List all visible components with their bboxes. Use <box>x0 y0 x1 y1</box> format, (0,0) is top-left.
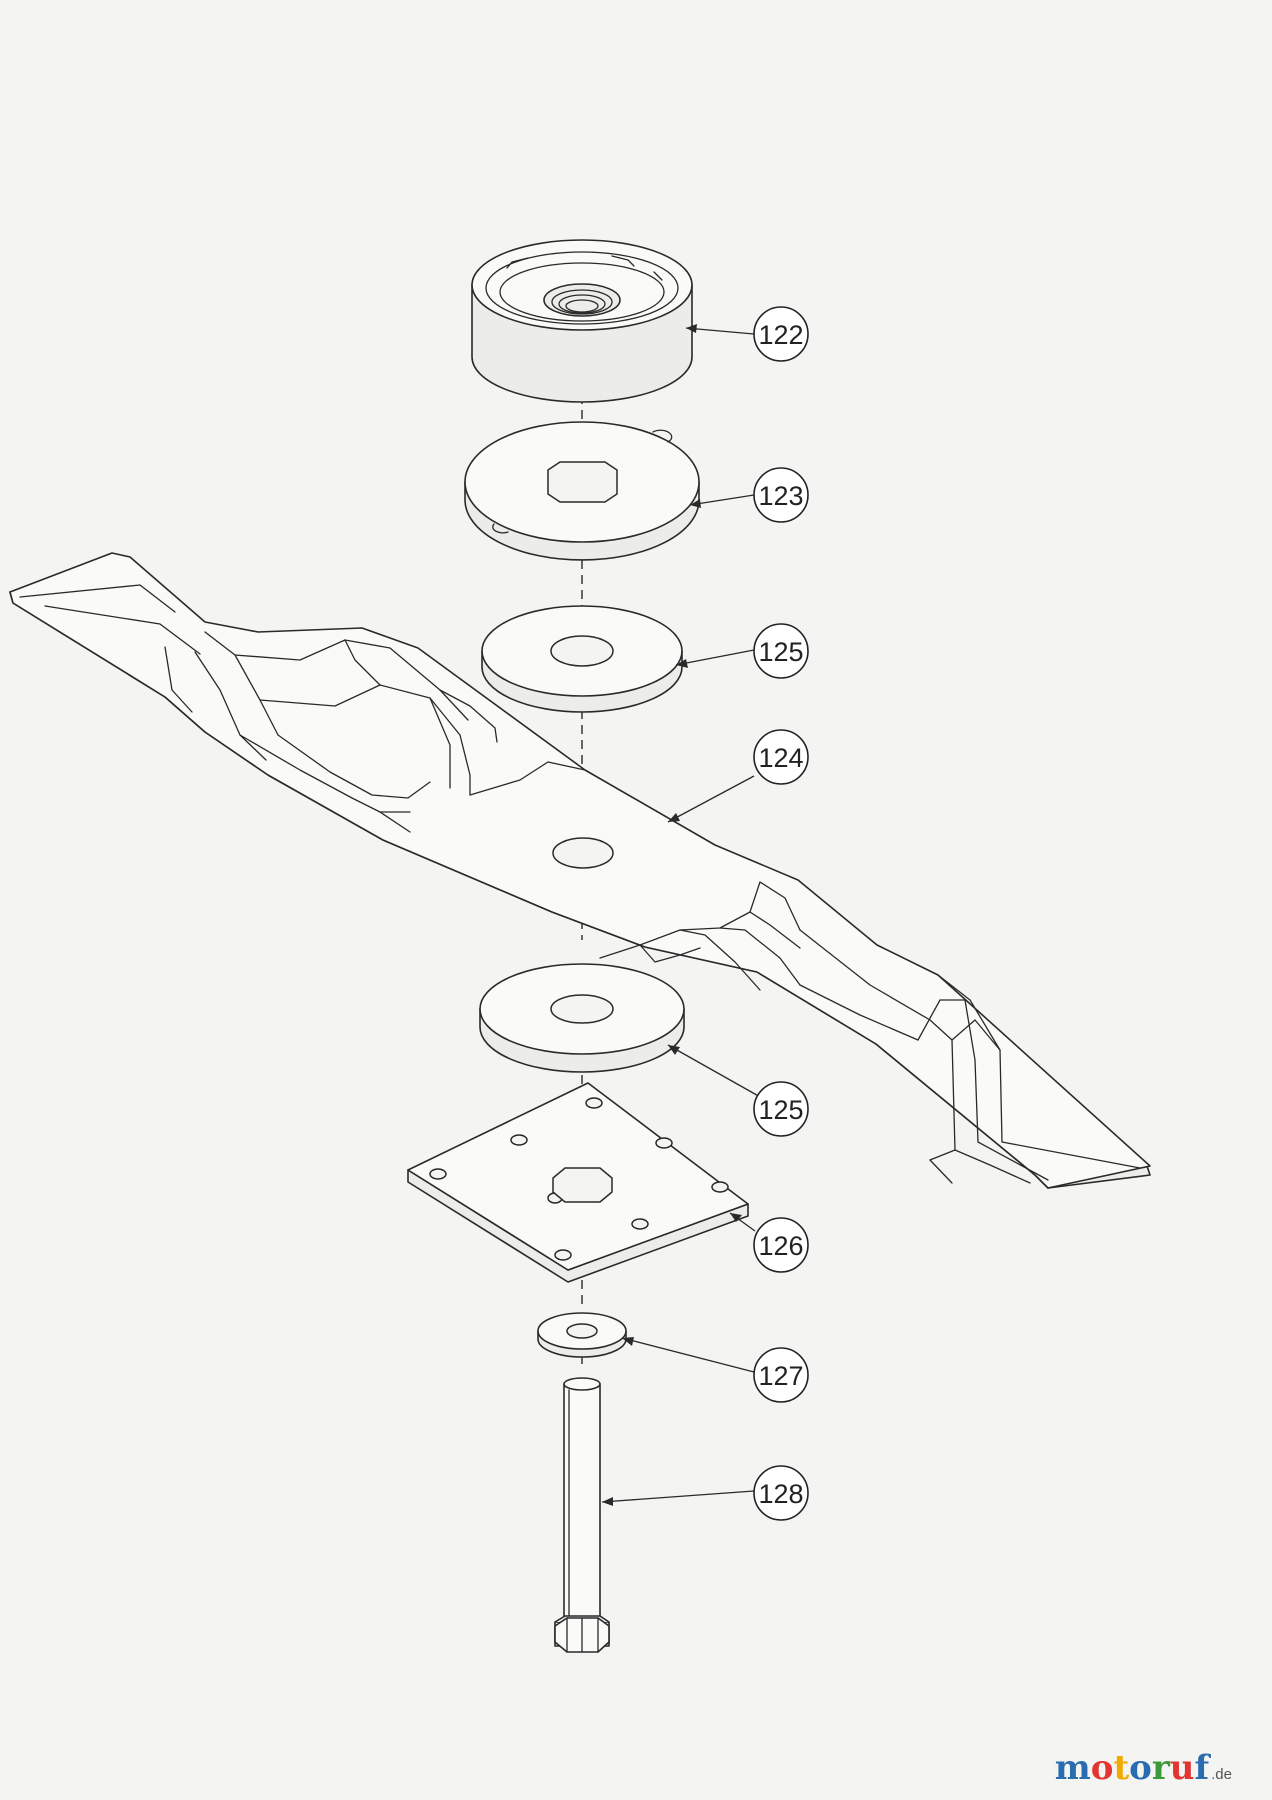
callout-123: 123 <box>753 467 809 523</box>
flat-washer-lower-125 <box>479 963 685 1073</box>
small-washer-127 <box>537 1312 627 1358</box>
leader-128 <box>601 1490 755 1503</box>
watermark-letter: r <box>1151 1748 1170 1788</box>
keyed-washer-123 <box>464 421 700 561</box>
flat-washer-upper-125 <box>481 605 683 713</box>
leader-123 <box>689 494 755 506</box>
callout-label: 125 <box>758 1095 803 1125</box>
hex-bolt-128 <box>554 1377 610 1653</box>
callout-label: 127 <box>758 1361 803 1391</box>
leader-124 <box>667 775 755 823</box>
leader-122 <box>685 327 755 335</box>
leader-127 <box>621 1337 755 1373</box>
callout-label: 128 <box>758 1479 803 1509</box>
leader-125a <box>675 649 755 666</box>
callout-125-upper: 125 <box>753 623 809 679</box>
leader-lines <box>601 324 763 1506</box>
mower-blade-124 <box>9 552 1151 1189</box>
watermark-letter: o <box>1090 1748 1114 1788</box>
leader-125b <box>667 1044 763 1099</box>
callout-125-lower: 125 <box>753 1081 809 1137</box>
callout-127: 127 <box>753 1347 809 1403</box>
callout-label: 126 <box>758 1231 803 1261</box>
blade-adapter-cup-122 <box>471 239 693 403</box>
watermark-letter: o <box>1129 1748 1152 1788</box>
watermark-letter: f <box>1194 1748 1210 1788</box>
callout-122: 122 <box>753 306 809 362</box>
mounting-plate-126 <box>407 1082 749 1283</box>
callout-label: 123 <box>758 481 803 511</box>
callout-label: 124 <box>758 743 803 773</box>
callout-128: 128 <box>753 1465 809 1521</box>
callout-label: 125 <box>758 637 803 667</box>
watermark-letter: t <box>1113 1748 1130 1788</box>
callout-126: 126 <box>753 1217 809 1273</box>
callout-label: 122 <box>758 320 803 350</box>
motoruf-watermark-logo: motoruf.de <box>1055 1748 1232 1788</box>
watermark-suffix: .de <box>1211 1766 1232 1783</box>
watermark-letter: u <box>1169 1748 1195 1788</box>
callout-124: 124 <box>753 729 809 785</box>
watermark-letter: m <box>1054 1748 1091 1788</box>
